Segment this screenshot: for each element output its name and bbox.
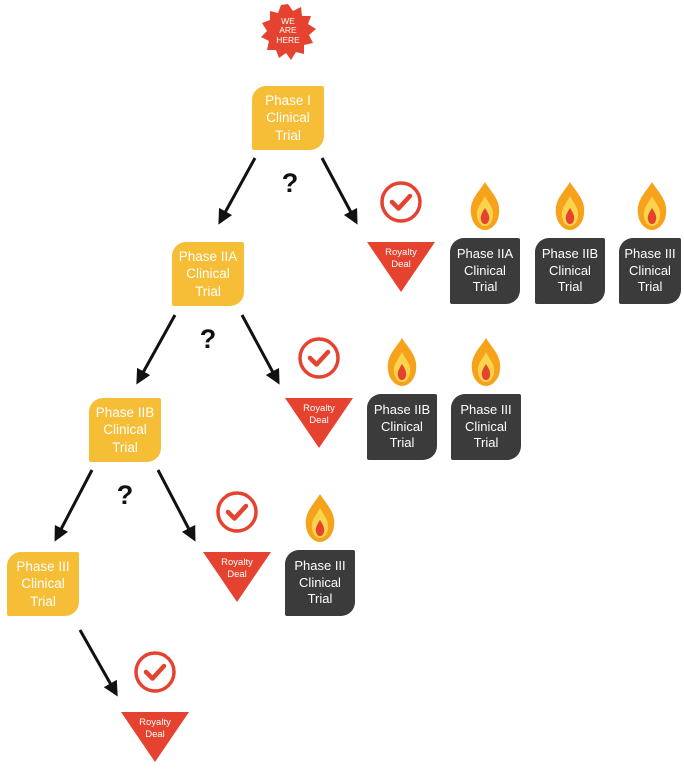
burned-phase-box: Phase IIA Clinical Trial xyxy=(450,238,520,304)
phase-iia-node: Phase IIA Clinical Trial xyxy=(172,242,244,306)
flame-icon xyxy=(555,182,585,230)
arrow-p2b-to-p3 xyxy=(54,469,94,542)
burned-phase-box: Phase III Clinical Trial xyxy=(619,238,681,304)
phase-iia-label: Phase IIA Clinical Trial xyxy=(178,248,238,299)
arrow-p3-to-royalty4 xyxy=(78,629,118,697)
burned-phase-iii: Phase III Clinical Trial xyxy=(451,338,521,464)
arrow-p2a-to-p2b xyxy=(136,314,177,385)
check-circle-icon xyxy=(298,337,340,379)
burned-phase-label: Phase III Clinical Trial xyxy=(294,557,346,607)
flame-icon xyxy=(305,494,335,542)
starburst-icon xyxy=(261,4,316,60)
arrow-p1-to-royalty1 xyxy=(320,157,358,225)
question-mark-3: ? xyxy=(116,480,134,510)
phase-iii-label: Phase III Clinical Trial xyxy=(16,558,70,609)
burned-phase-iia: Phase IIA Clinical Trial xyxy=(450,182,520,308)
burned-phase-box: Phase IIB Clinical Trial xyxy=(535,238,605,304)
royalty-deal-label: Royalty Deal xyxy=(221,557,253,580)
royalty-deal-label: Royalty Deal xyxy=(303,403,335,426)
phase-iib-node: Phase IIB Clinical Trial xyxy=(89,398,161,462)
phase-iii-node: Phase III Clinical Trial xyxy=(7,552,79,616)
burned-phase-box: Phase III Clinical Trial xyxy=(285,550,355,616)
burned-phase-label: Phase III Clinical Trial xyxy=(624,245,676,295)
flame-icon xyxy=(387,338,417,386)
question-mark-2: ? xyxy=(199,324,217,354)
arrow-p2a-to-royalty2 xyxy=(240,314,280,385)
burned-phase-box: Phase III Clinical Trial xyxy=(451,394,521,460)
phase-i-node: Phase I Clinical Trial xyxy=(252,86,324,150)
burned-phase-label: Phase IIB Clinical Trial xyxy=(373,401,431,451)
phase-iib-label: Phase IIB Clinical Trial xyxy=(95,404,155,455)
burned-phase-iib: Phase IIB Clinical Trial xyxy=(535,182,605,308)
royalty-deal-label: Royalty Deal xyxy=(139,717,171,740)
burned-phase-iii: Phase III Clinical Trial xyxy=(619,182,681,308)
we-are-here-text: WE ARE HERE xyxy=(276,16,300,45)
burned-phase-label: Phase IIA Clinical Trial xyxy=(456,245,514,295)
we-are-here-badge: WE ARE HERE xyxy=(260,4,316,60)
burned-phase-label: Phase IIB Clinical Trial xyxy=(541,245,599,295)
flame-icon xyxy=(637,182,667,230)
flame-icon xyxy=(471,338,501,386)
burned-phase-iii: Phase III Clinical Trial xyxy=(285,494,355,620)
check-circle-icon xyxy=(216,491,258,533)
burned-phase-box: Phase IIB Clinical Trial xyxy=(367,394,437,460)
check-circle-icon xyxy=(134,651,176,693)
burned-phase-label: Phase III Clinical Trial xyxy=(460,401,512,451)
arrow-p2b-to-royalty3 xyxy=(156,469,196,542)
check-circle-icon xyxy=(380,181,422,223)
burned-phase-iib: Phase IIB Clinical Trial xyxy=(367,338,437,464)
question-mark-1: ? xyxy=(281,168,299,198)
phase-i-label: Phase I Clinical Trial xyxy=(265,92,311,143)
royalty-deal-label: Royalty Deal xyxy=(385,247,417,270)
flame-icon xyxy=(470,182,500,230)
arrow-p1-to-p2a xyxy=(218,157,257,225)
